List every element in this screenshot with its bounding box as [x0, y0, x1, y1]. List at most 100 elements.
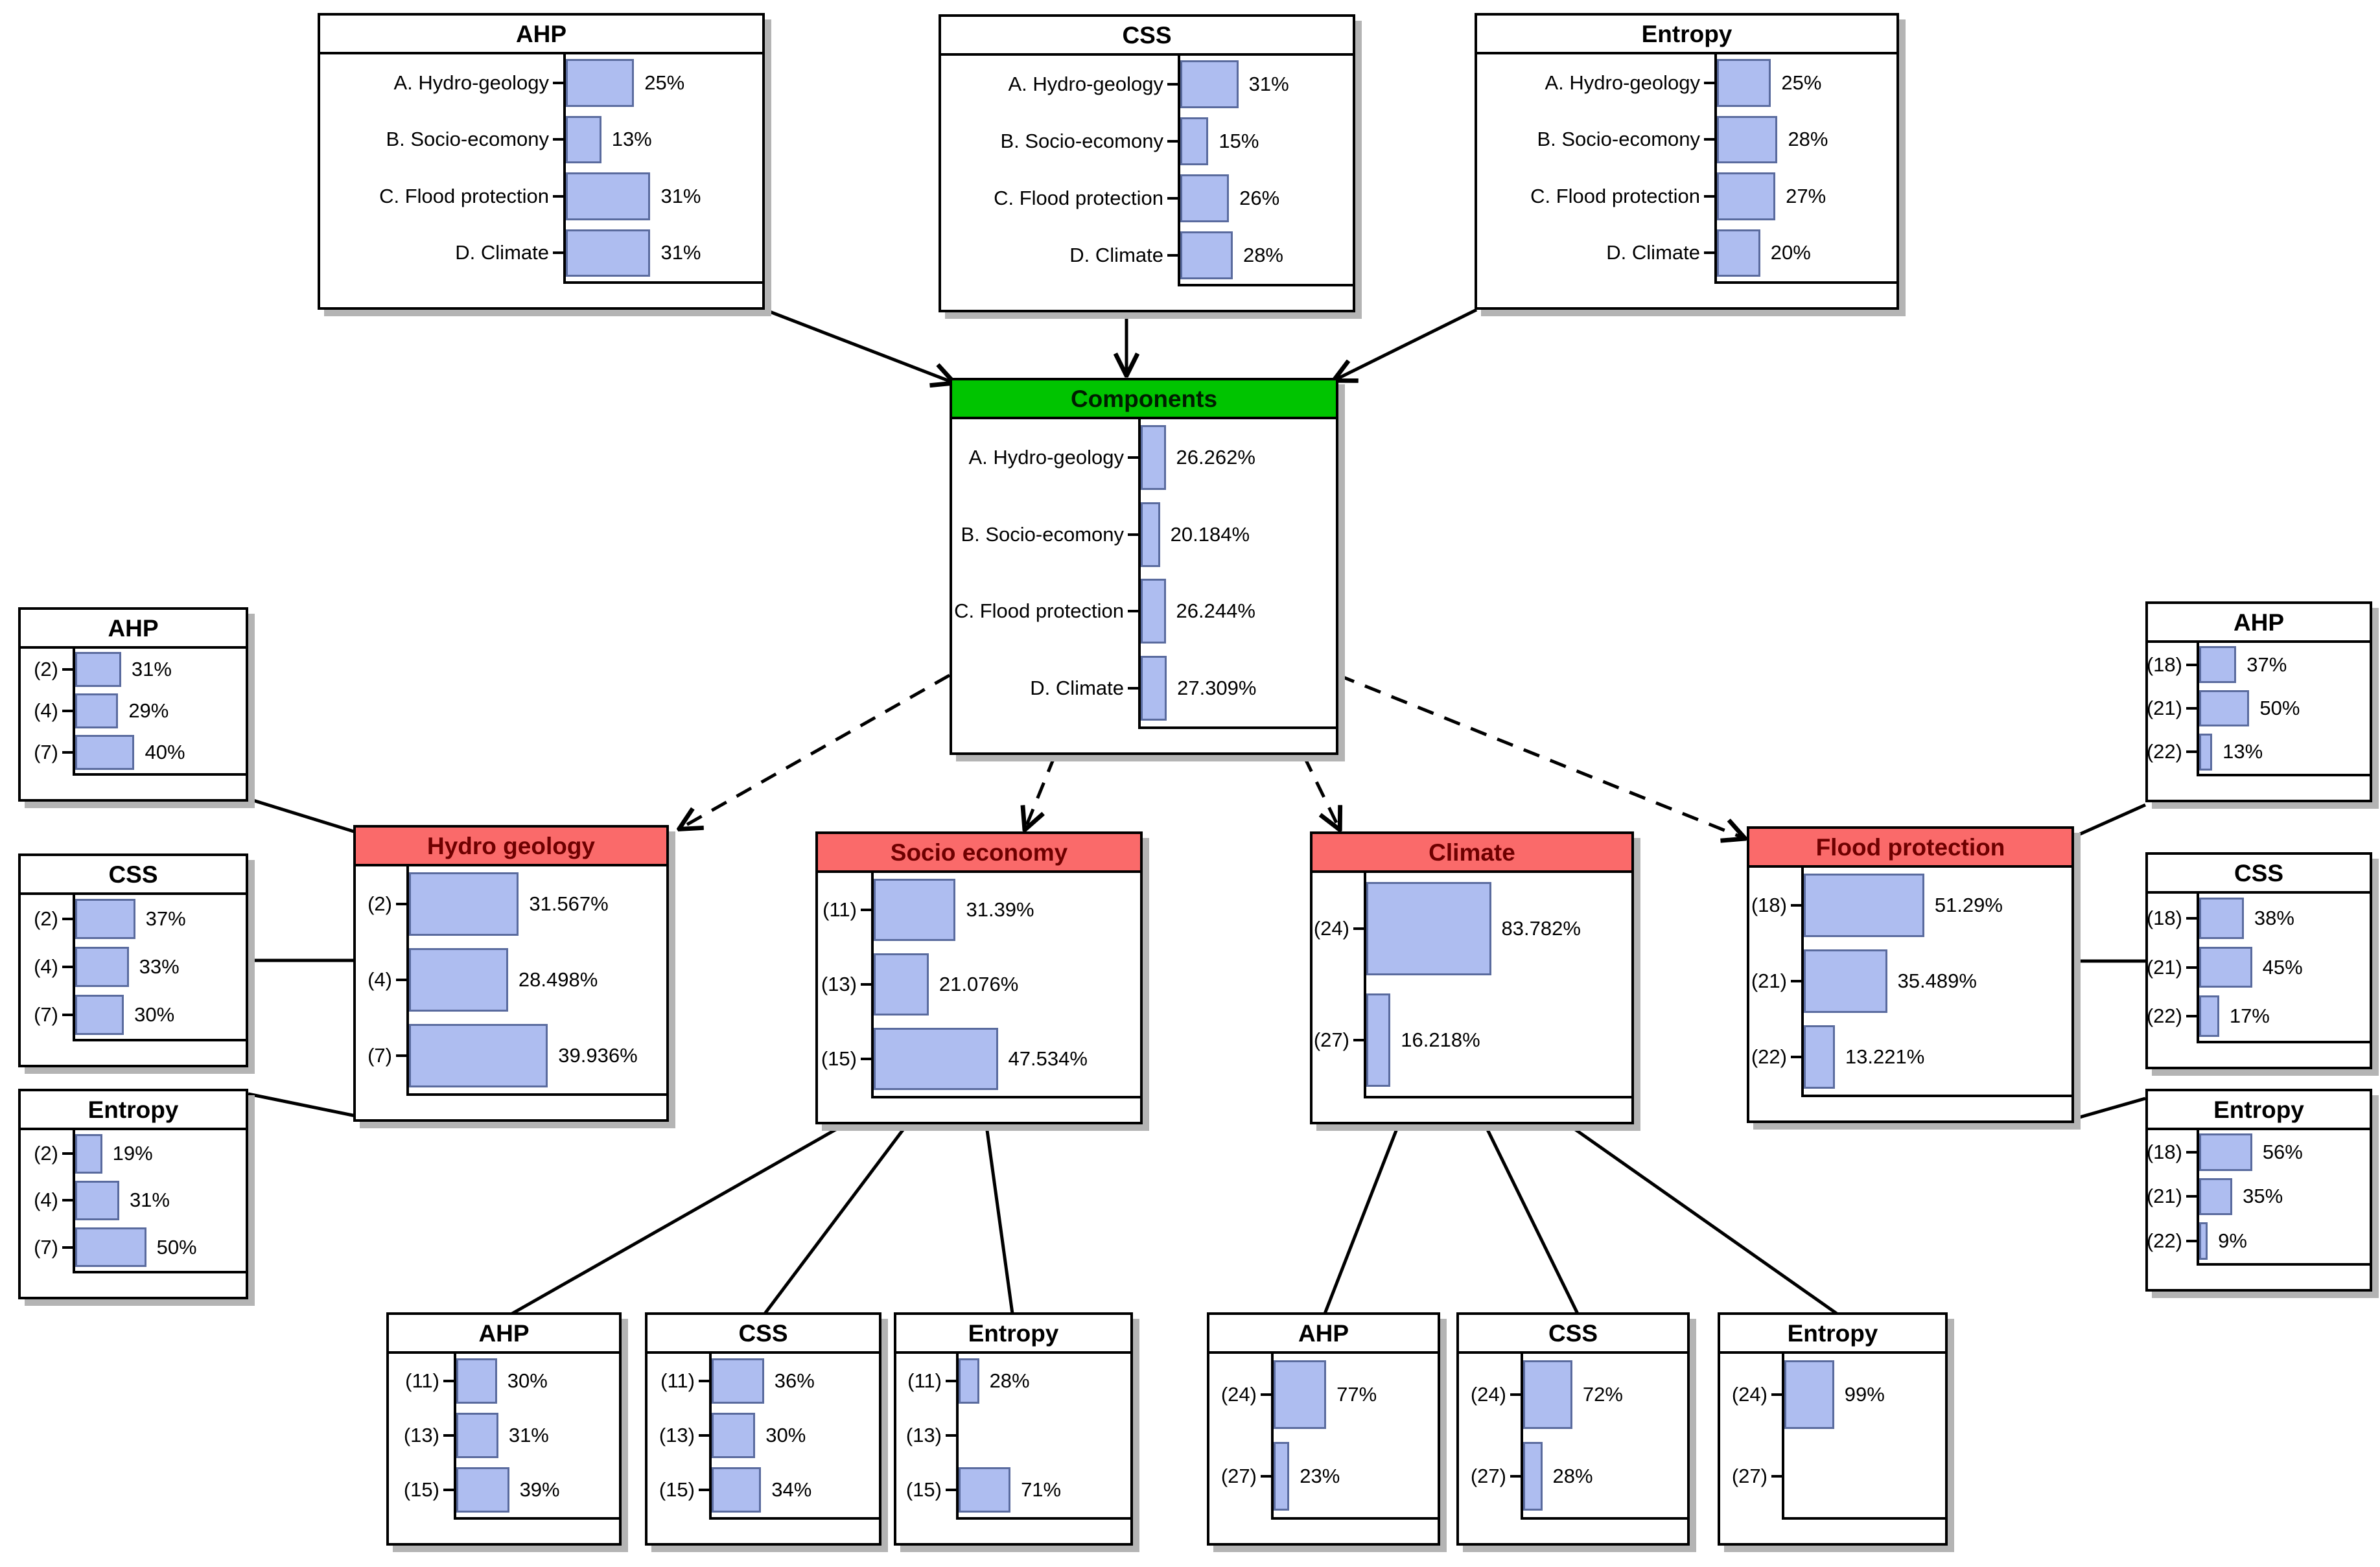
value-bar — [1366, 881, 1491, 976]
axis-tick-icon — [553, 251, 563, 255]
row-label: (11) — [405, 1369, 439, 1392]
value-bar — [75, 1133, 102, 1174]
value-label: 13.221% — [1845, 1045, 1925, 1068]
panel-ahp-top: AHP A. Hydro-geology 25% B. Socio-ecomon… — [318, 13, 765, 310]
axis-tick-icon — [699, 1489, 709, 1491]
panel-chart: (2) 19% (4) 31% (7) 50% — [21, 1130, 246, 1271]
chart-row: A. Hydro-geology 31% — [941, 56, 1353, 113]
value-label: 47.534% — [1008, 1047, 1088, 1070]
row-label: (15) — [403, 1478, 439, 1501]
panel-entropy-climate: Entropy (24) 99% (27) — [1718, 1312, 1948, 1546]
value-label: 29% — [128, 699, 169, 722]
axis-tick-icon — [2186, 1015, 2197, 1018]
row-label: A. Hydro-geology — [393, 71, 549, 94]
row-label: A. Hydro-geology — [1008, 73, 1163, 95]
value-bar — [1180, 231, 1233, 279]
row-label: D. Climate — [455, 241, 549, 264]
row-label: (24) — [1220, 1383, 1257, 1406]
value-bar — [456, 1358, 497, 1404]
value-bar — [409, 872, 519, 936]
chart-row: (11) 28% — [896, 1354, 1130, 1408]
panel-chart: (24) 72% (27) 28% — [1459, 1354, 1687, 1517]
value-bar — [1804, 1025, 1835, 1089]
panel-chart: (18) 38% (21) 45% (22) 17% — [2147, 894, 2370, 1041]
value-bar — [1141, 579, 1166, 644]
panel-css-socio: CSS (11) 36% (13) 30% (15) 34% — [645, 1312, 881, 1546]
axis-tick-icon — [2186, 663, 2197, 666]
chart-row: A. Hydro-geology 26.262% — [952, 419, 1336, 496]
value-bar — [2199, 734, 2213, 771]
connector-climate-to-ahp-climate — [1323, 1125, 1400, 1314]
value-bar — [959, 1358, 979, 1404]
value-bar — [75, 898, 135, 940]
value-label: 31.567% — [529, 892, 609, 916]
value-label: 30% — [507, 1369, 548, 1392]
value-label: 25% — [1781, 71, 1822, 94]
chart-row: (21) 35% — [2147, 1174, 2370, 1219]
row-label: (15) — [821, 1047, 857, 1070]
x-axis — [73, 773, 246, 776]
value-bar — [2199, 690, 2250, 727]
value-label: 37% — [2246, 653, 2287, 676]
panel-title: Socio economy — [818, 834, 1140, 873]
x-axis — [871, 1096, 1140, 1098]
axis-tick-icon — [861, 1057, 871, 1060]
axis-tick-icon — [443, 1380, 454, 1382]
value-label: 83.782% — [1501, 917, 1581, 940]
panel-title: Hydro geology — [356, 828, 666, 866]
value-bar — [566, 229, 651, 277]
connector-entropy-left-to-hydro-geology — [248, 1092, 356, 1118]
chart-row: A. Hydro-geology 25% — [1477, 54, 1896, 111]
row-label: C. Flood protection — [1530, 184, 1700, 207]
row-label: B. Socio-ecomony — [1537, 128, 1700, 151]
chart-row: B. Socio-ecomony 20.184% — [952, 496, 1336, 573]
value-label: 21.076% — [939, 973, 1019, 995]
x-axis — [2197, 774, 2370, 776]
axis-tick-icon — [861, 983, 871, 986]
axis-tick-icon — [1510, 1475, 1521, 1478]
panel-entropy-right: Entropy (18) 56% (21) 35% (22) 9% — [2145, 1089, 2372, 1292]
value-bar — [874, 1027, 998, 1090]
panel-css-top: CSS A. Hydro-geology 31% B. Socio-ecomon… — [939, 14, 1355, 312]
row-label: (11) — [907, 1369, 942, 1392]
value-label: 28% — [1788, 128, 1828, 151]
value-label: 38% — [2254, 906, 2294, 929]
x-axis — [1271, 1517, 1438, 1520]
axis-tick-icon — [62, 1152, 73, 1155]
value-label: 99% — [1844, 1383, 1885, 1406]
x-axis — [709, 1517, 879, 1520]
row-label: B. Socio-ecomony — [961, 522, 1124, 546]
row-label: C. Flood protection — [994, 187, 1163, 209]
axis-tick-icon — [443, 1489, 454, 1491]
row-label: (15) — [905, 1478, 942, 1501]
row-label: (2) — [34, 907, 58, 930]
axis-tick-icon — [62, 668, 73, 671]
axis-tick-icon — [443, 1434, 454, 1437]
panel-hydro-geology: Hydro geology (2) 31.567% (4) 28.498% (7… — [353, 825, 669, 1122]
row-label: (18) — [2146, 653, 2182, 676]
value-bar — [75, 693, 119, 728]
value-label: 45% — [2262, 955, 2303, 979]
value-bar — [1804, 949, 1887, 1013]
value-label: 20% — [1770, 241, 1811, 264]
chart-row: C. Flood protection 31% — [320, 168, 762, 225]
value-bar — [75, 1227, 146, 1268]
connector-ahp-left-to-hydro-geology — [246, 796, 356, 834]
value-bar — [959, 1467, 1011, 1513]
chart-row: C. Flood protection 26% — [941, 170, 1353, 227]
panel-ahp-socio: AHP (11) 30% (13) 31% (15) 39% — [386, 1312, 622, 1546]
value-label: 35% — [2243, 1185, 2283, 1208]
value-label: 20.184% — [1170, 522, 1250, 546]
panel-title: Components — [952, 380, 1336, 419]
row-label: B. Socio-ecomony — [1000, 130, 1163, 152]
axis-tick-icon — [1353, 1039, 1364, 1041]
panel-title: Flood protection — [1749, 829, 2071, 868]
panel-title: Entropy — [21, 1091, 246, 1130]
row-label: (13) — [403, 1424, 439, 1446]
value-label: 71% — [1021, 1478, 1062, 1501]
value-label: 26% — [1239, 187, 1280, 209]
chart-row: (15) 34% — [648, 1463, 879, 1517]
panel-chart: (11) 36% (13) 30% (15) 34% — [648, 1354, 879, 1517]
x-axis — [1801, 1095, 2071, 1097]
axis-tick-icon — [62, 1199, 73, 1202]
